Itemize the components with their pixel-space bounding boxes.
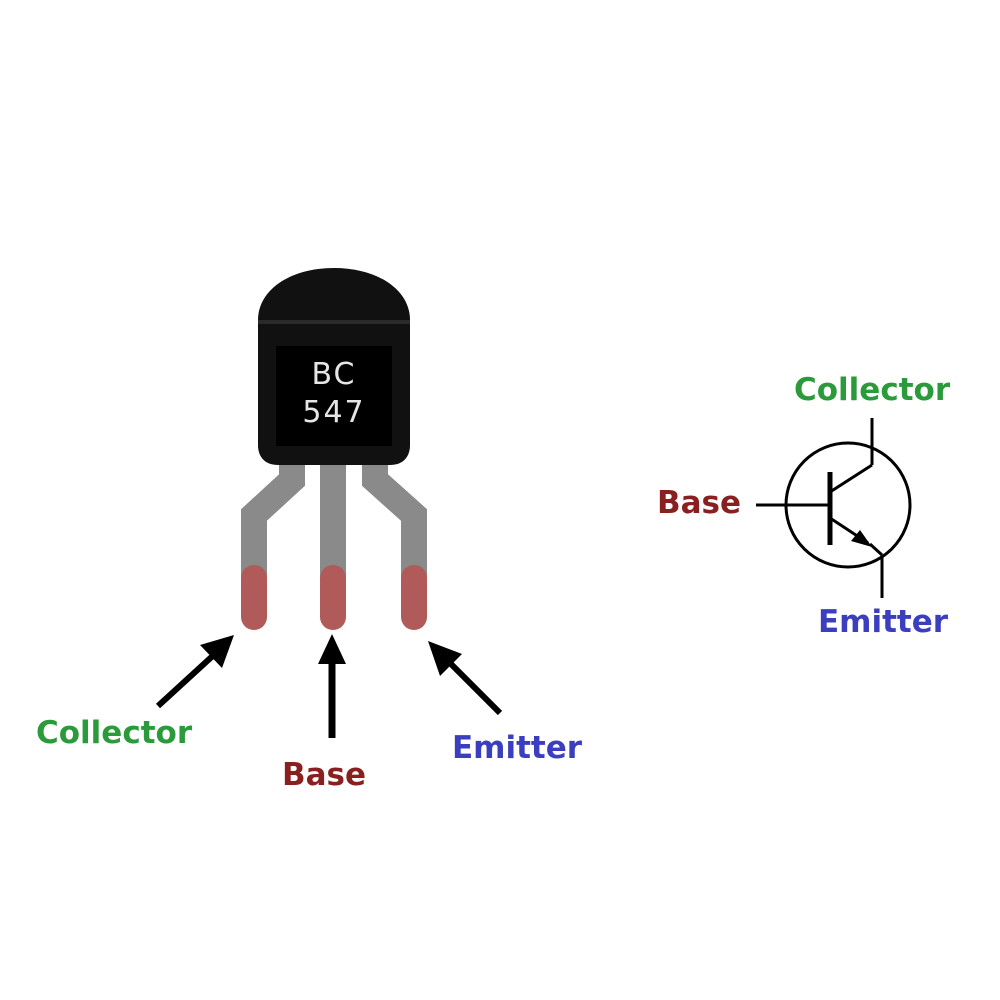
collector-lead: [241, 447, 305, 588]
leads: [241, 447, 427, 588]
pointer-arrows: [155, 634, 503, 738]
arrow-up-right-icon: [155, 635, 234, 709]
npn-transistor-symbol-icon: [756, 418, 912, 598]
pin-label-collector: Collector: [36, 715, 193, 751]
collector-lead-tip: [241, 565, 267, 630]
symbol-label-collector: Collector: [794, 372, 951, 408]
emitter-lead-tip: [401, 565, 427, 630]
emitter-lead: [362, 447, 427, 588]
pin-label-base: Base: [282, 757, 367, 793]
package-body: [258, 268, 410, 465]
arrow-up-icon: [318, 634, 346, 738]
arrow-up-left-icon: [428, 641, 503, 716]
pin-label-emitter: Emitter: [452, 730, 583, 766]
package-marking-line1: BC: [311, 357, 357, 392]
base-lead-tip: [320, 565, 346, 630]
package-marking-line2: 547: [302, 395, 366, 430]
symbol-label-emitter: Emitter: [818, 604, 949, 640]
lead-tips: [241, 565, 427, 630]
symbol-label-base: Base: [657, 485, 742, 521]
